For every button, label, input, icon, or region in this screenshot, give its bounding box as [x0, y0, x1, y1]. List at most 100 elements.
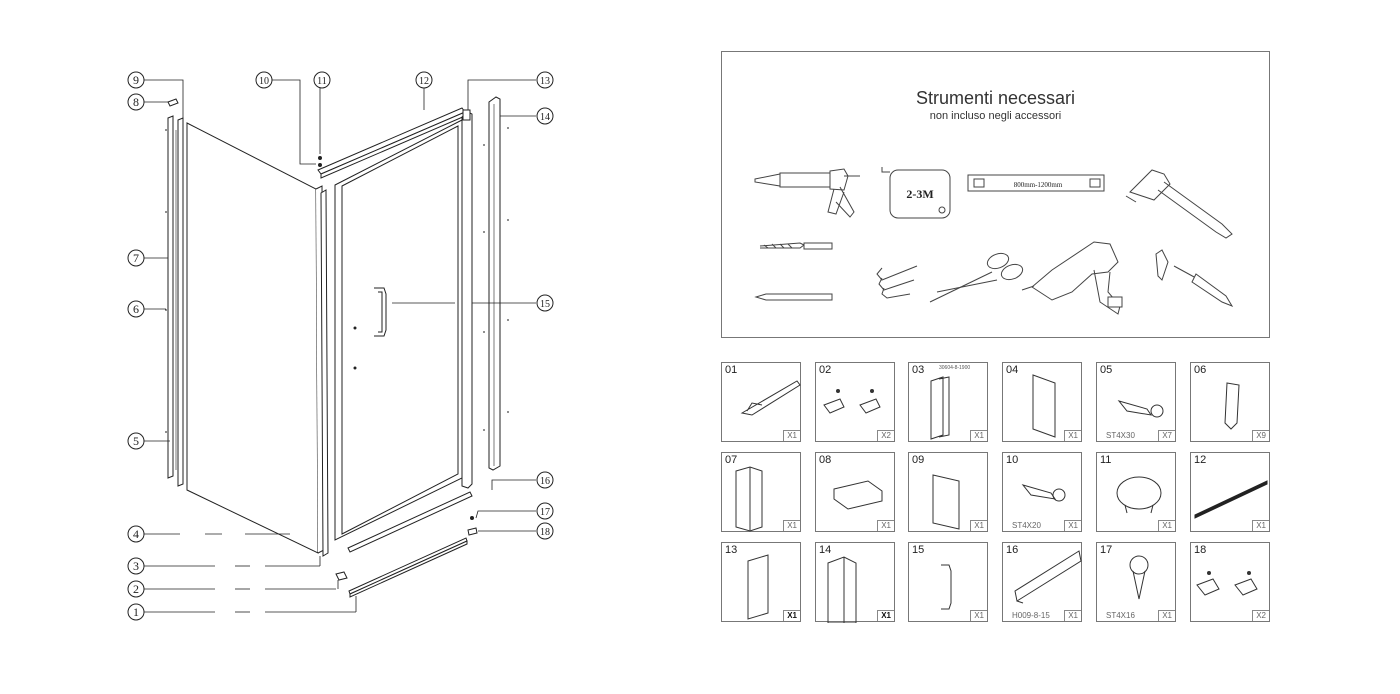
tools-subtitle: non incluso negli accessori [929, 110, 1062, 122]
part-02-icon [823, 389, 881, 414]
part-06-icon [1224, 382, 1240, 430]
callout-13: 13 [536, 71, 554, 89]
part-17-icon [1129, 555, 1149, 600]
part-16-icon [1014, 550, 1082, 604]
base-track [348, 537, 468, 598]
part-number: 08 [819, 454, 832, 466]
top-screws [318, 156, 322, 167]
door-panel [334, 119, 463, 541]
callout-14: 14 [536, 107, 554, 125]
part-number: 09 [912, 454, 925, 466]
callout-label: 1 [133, 605, 139, 619]
callout-11: 11 [313, 71, 331, 89]
part-spec: ST4X16 [1106, 611, 1135, 620]
part-number: 10 [1006, 454, 1019, 466]
scissors-icon [929, 252, 1024, 303]
part-number: 04 [1006, 364, 1019, 376]
part-15-icon [941, 564, 952, 610]
part-quantity: X1 [970, 520, 987, 531]
wall-profile-right [488, 96, 501, 471]
part-quantity: X7 [1158, 430, 1175, 441]
caulking-gun-icon [754, 168, 860, 218]
tape-measure-label: 2-3M [906, 187, 933, 201]
mounting-dots [165, 127, 509, 433]
part-quantity: X1 [1064, 610, 1081, 621]
part-number: 16 [1006, 544, 1019, 556]
leader-lines [144, 79, 536, 613]
part-07-icon [735, 466, 763, 532]
callout-label: 9 [133, 73, 139, 87]
part-number: 13 [725, 544, 738, 556]
part-quantity: X1 [1064, 520, 1081, 531]
callout-2: 2 [127, 580, 145, 598]
part-10-icon [1021, 484, 1066, 502]
part-number: 06 [1194, 364, 1207, 376]
part-13-icon [747, 554, 769, 620]
callout-label: 15 [540, 299, 550, 310]
part-04-icon [1032, 374, 1056, 438]
part-01-icon [740, 380, 801, 416]
part-11-icon [1116, 476, 1162, 514]
callout-4: 4 [127, 525, 145, 543]
callout-label: 7 [133, 251, 139, 265]
callout-label: 6 [133, 302, 139, 316]
part-12-icon [1194, 480, 1268, 519]
callout-label: 11 [317, 76, 327, 87]
part-quantity: X9 [1252, 430, 1269, 441]
power-drill-icon [1021, 241, 1123, 315]
part-number: 12 [1194, 454, 1207, 466]
part-number: 17 [1100, 544, 1113, 556]
part-number: 18 [1194, 544, 1207, 556]
part-quantity: X1 [783, 430, 800, 441]
part-number: 03 [912, 364, 925, 376]
callout-label: 2 [133, 582, 139, 596]
callout-3: 3 [127, 557, 145, 575]
base-clip [335, 571, 348, 581]
callout-label: 8 [133, 95, 139, 109]
spirit-level-label: 800mm-1200mm [1014, 181, 1063, 189]
callout-label: 13 [540, 76, 550, 87]
pencil-icon [754, 293, 833, 301]
callout-16: 16 [536, 471, 554, 489]
tape-measure-icon: 2-3M [881, 167, 951, 219]
callout-15: 15 [536, 294, 554, 312]
part-18-stop [467, 527, 478, 536]
part-quantity: X1 [783, 520, 800, 531]
callout-label: 18 [540, 527, 550, 538]
tools-illustrations: 2-3M 800mm-1200mm [754, 167, 1234, 315]
hinge-profile [461, 109, 473, 489]
part-08-icon [833, 480, 883, 510]
callout-12: 12 [415, 71, 433, 89]
callout-label: 3 [133, 559, 139, 573]
fixed-glass-panel [186, 122, 325, 554]
tools-required-panel: Strumenti necessari non incluso negli ac… [721, 51, 1270, 338]
part-14-icon [827, 556, 857, 623]
part-quantity: X1 [1252, 520, 1269, 531]
callout-1: 1 [127, 603, 145, 621]
hammer-icon [1125, 169, 1233, 239]
callout-label: 5 [133, 434, 139, 448]
part-quantity: X1 [1158, 520, 1175, 531]
part-quantity: X2 [1252, 610, 1269, 621]
part-quantity: X1 [877, 610, 894, 621]
callout-7: 7 [127, 249, 145, 267]
drill-bit-icon [759, 242, 833, 250]
part-number: 07 [725, 454, 738, 466]
part-number: 14 [819, 544, 832, 556]
callout-17: 17 [536, 502, 554, 520]
part-quantity: X1 [783, 610, 800, 621]
bottom-seal [347, 491, 473, 553]
